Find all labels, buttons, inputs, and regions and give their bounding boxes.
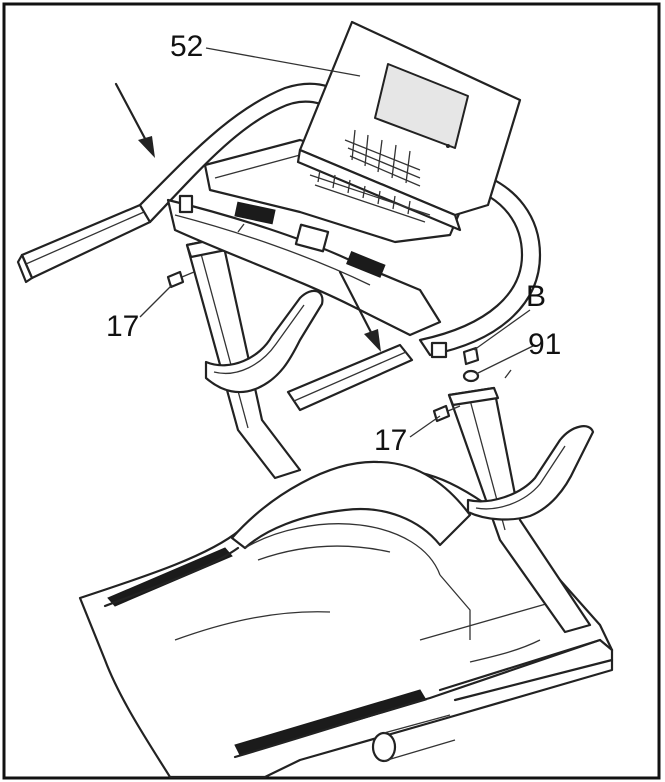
upright-screw-right [504, 369, 512, 379]
leader-b [473, 309, 531, 351]
upright-screw-left [237, 223, 245, 233]
treadmill-deck [78, 460, 614, 779]
callout-52: 52 [170, 30, 203, 63]
arrow-icon-handrail [338, 270, 381, 352]
handrail [16, 82, 542, 412]
right-upright [447, 386, 592, 634]
callout-17-left: 17 [106, 310, 139, 343]
leader-17-left [139, 284, 173, 318]
console-keypad [344, 129, 421, 187]
bolt-17-left [166, 270, 195, 289]
leader-91 [475, 344, 536, 375]
leader-17-right [409, 415, 441, 438]
callout-91: 91 [528, 328, 561, 361]
leader-52 [205, 47, 361, 77]
right-side-grip [466, 425, 595, 521]
left-side-grip [204, 289, 324, 394]
console-display [296, 20, 522, 232]
callout-17-right: 17 [374, 424, 407, 457]
callout-b: B [526, 280, 546, 313]
arrow-icon [114, 82, 155, 158]
detail-b-part [462, 346, 480, 366]
washer-91 [462, 369, 480, 383]
